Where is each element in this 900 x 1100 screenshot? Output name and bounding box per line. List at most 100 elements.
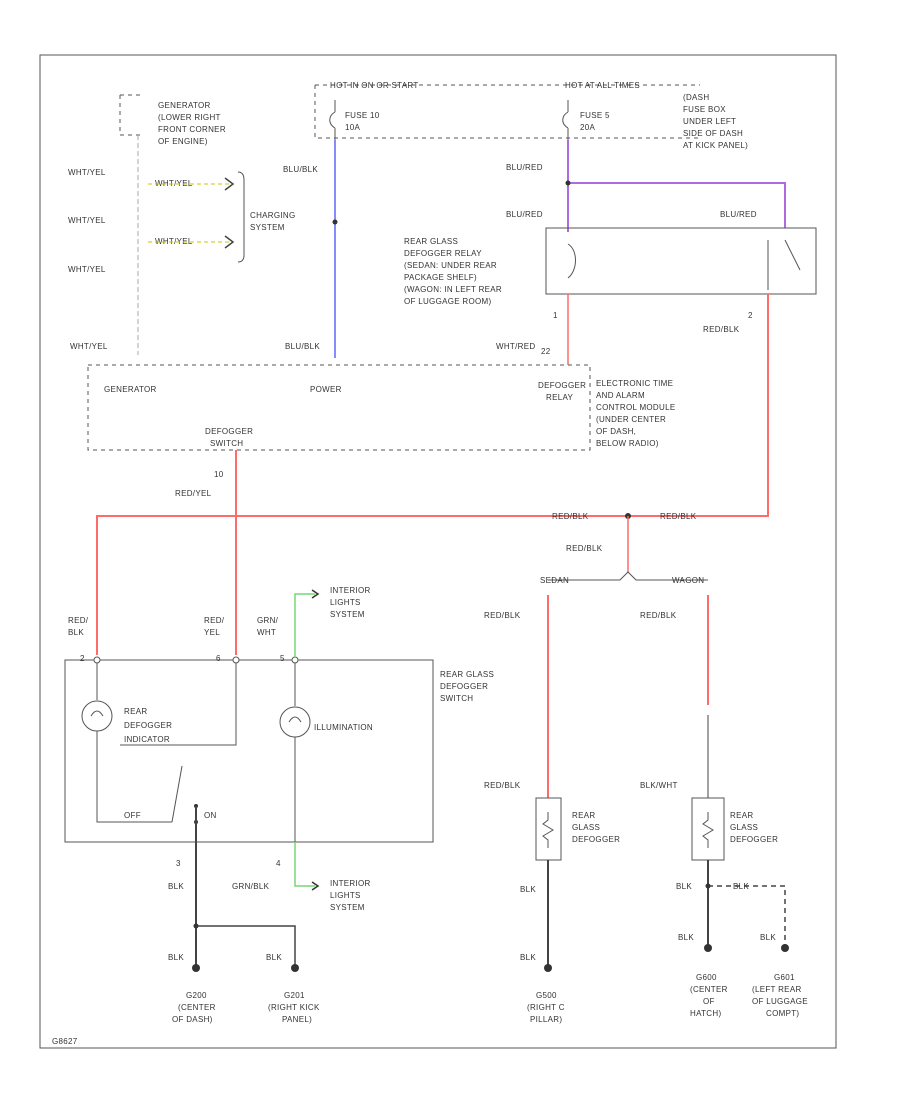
- blu-red-splice: [565, 180, 571, 186]
- relay-pin-1: 1: [553, 311, 558, 320]
- blk-label-7: BLK: [676, 882, 692, 891]
- charging-brace: [237, 171, 245, 263]
- switch-contact-lever: [171, 765, 183, 823]
- g601-symbol: [781, 944, 789, 952]
- defogger-wagon-label: REAR GLASS DEFOGGER: [730, 811, 778, 844]
- defogger-sedan-element: [542, 812, 554, 848]
- hot-run-label: HOT IN ON OR START: [330, 81, 419, 90]
- blk-label-2: BLK: [168, 953, 184, 962]
- gen-wire-3: WHT/YEL: [68, 265, 106, 274]
- blu-blk-top-label: BLU/BLK: [283, 165, 318, 174]
- fuse-10-label: FUSE 10: [345, 111, 380, 120]
- etacm-label: ELECTRONIC TIME AND ALARM CONTROL MODULE…: [596, 379, 678, 448]
- switch-on-label: ON: [204, 811, 217, 820]
- blk-label-1: BLK: [168, 882, 184, 891]
- defogger-switch-box: [64, 659, 434, 843]
- switch-pin-6: 6: [216, 654, 221, 663]
- g201-symbol: [291, 964, 299, 972]
- module-power: POWER: [310, 385, 342, 394]
- blu-red-label-3: BLU/RED: [720, 210, 757, 219]
- sedan-label: SEDAN: [540, 576, 569, 585]
- blk-label-g600: BLK: [678, 933, 694, 942]
- red-blk-splice-right-label: RED/BLK: [660, 512, 697, 521]
- blk-label-g601: BLK: [760, 933, 776, 942]
- relay-label: REAR GLASS DEFOGGER RELAY (SEDAN: UNDER …: [404, 237, 505, 306]
- red-blk-sedan-label: RED/BLK: [484, 611, 521, 620]
- module-defogger-relay: DEFOGGER RELAY: [538, 381, 589, 402]
- pin-2-terminal: [93, 656, 101, 664]
- g201-label: G201 (RIGHT KICK PANEL): [268, 991, 322, 1024]
- module-defogger-switch: DEFOGGER SWITCH: [205, 427, 256, 448]
- g200-label: G200 (CENTER OF DASH): [172, 991, 218, 1024]
- red-blk-down-label: RED/BLK: [566, 544, 603, 553]
- relay-switch-contact: [767, 239, 801, 290]
- blu-red-wire-right: [568, 182, 786, 228]
- etacm-box: [87, 364, 591, 451]
- g500-symbol: [544, 964, 552, 972]
- generator-label: GENERATOR (LOWER RIGHT FRONT CORNER OF E…: [158, 101, 228, 146]
- fuse-5-label: FUSE 5: [580, 111, 610, 120]
- wht-red-label: WHT/RED: [496, 342, 535, 351]
- indicator-label: REAR DEFOGGER INDICATOR: [124, 707, 175, 744]
- switch-wire-red-yel: RED/ YEL: [204, 616, 227, 637]
- illumination-label: ILLUMINATION: [314, 723, 373, 732]
- gen-wire-4: WHT/YEL: [70, 342, 108, 351]
- interior-lights-1-arrow: [311, 589, 320, 599]
- diagram-frame: [39, 54, 837, 1049]
- g500-label: G500 (RIGHT C PILLAR): [527, 991, 567, 1024]
- module-generator: GENERATOR: [104, 385, 157, 394]
- fuse-10-symbol: [329, 100, 336, 140]
- charging-wire-1: WHT/YEL: [155, 179, 193, 188]
- relay-coil: [567, 243, 576, 279]
- indicator-wiring: [96, 663, 237, 823]
- switch-off-label: OFF: [124, 811, 141, 820]
- fuse-5-symbol: [562, 100, 569, 140]
- blu-red-label-1: BLU/RED: [506, 163, 543, 172]
- wagon-ground-splice: [705, 883, 711, 889]
- interior-lights-2-label: INTERIOR LIGHTS SYSTEM: [330, 879, 373, 912]
- hot-all-label: HOT AT ALL TIMES: [565, 81, 640, 90]
- wagon-label: WAGON: [672, 576, 704, 585]
- defogger-sedan-grid: [535, 797, 562, 861]
- red-blk-relay-label: RED/BLK: [703, 325, 740, 334]
- pin-6-terminal: [232, 656, 240, 664]
- red-blk-splice-left-label: RED/BLK: [552, 512, 589, 521]
- pin-5-terminal: [291, 656, 299, 664]
- charging-arrows: [224, 177, 235, 249]
- grn-wht-wire: [294, 593, 315, 657]
- module-pin-10: 10: [214, 470, 224, 479]
- fuse-10-amp: 10A: [345, 123, 360, 132]
- blk-label-3: BLK: [266, 953, 282, 962]
- indicator-bulb-icon: [81, 700, 113, 732]
- module-pin-22: 22: [541, 347, 551, 356]
- fuse-box-location: (DASH FUSE BOX UNDER LEFT SIDE OF DASH A…: [683, 93, 748, 150]
- defogger-switch-label: REAR GLASS DEFOGGER SWITCH: [440, 670, 497, 703]
- defogger-wagon-element: [702, 812, 714, 848]
- switch-pin-4: 4: [276, 859, 281, 868]
- blk-wht-wagon-low-label: BLK/WHT: [640, 781, 678, 790]
- generator-box: [119, 94, 140, 136]
- blk-label-5: BLK: [520, 885, 536, 894]
- red-yel-label: RED/YEL: [175, 489, 212, 498]
- sedan-wagon-branch: [548, 571, 708, 581]
- defogger-wagon-grid: [691, 797, 725, 861]
- figure-id: G8627: [52, 1037, 78, 1046]
- defogger-relay-box: [545, 227, 817, 295]
- illumination-filament: [288, 716, 302, 723]
- grn-blk-wire: [294, 842, 315, 887]
- wagon-ground-branch: [708, 885, 786, 948]
- g601-label: G601 (LEFT REAR OF LUGGAGE COMPT): [752, 973, 810, 1018]
- gen-wire-1: WHT/YEL: [68, 168, 106, 177]
- grn-blk-label: GRN/BLK: [232, 882, 270, 891]
- interior-lights-2-arrow: [311, 881, 320, 891]
- g200-splice: [193, 923, 199, 929]
- defogger-sedan-label: REAR GLASS DEFOGGER: [572, 811, 620, 844]
- blu-blk-bottom-label: BLU/BLK: [285, 342, 320, 351]
- red-blk-sedan-low-label: RED/BLK: [484, 781, 521, 790]
- blk-label-6: BLK: [520, 953, 536, 962]
- illumination-bulb-icon: [279, 706, 311, 738]
- gen-wire-2: WHT/YEL: [68, 216, 106, 225]
- g200-symbol: [192, 964, 200, 972]
- g600-symbol: [704, 944, 712, 952]
